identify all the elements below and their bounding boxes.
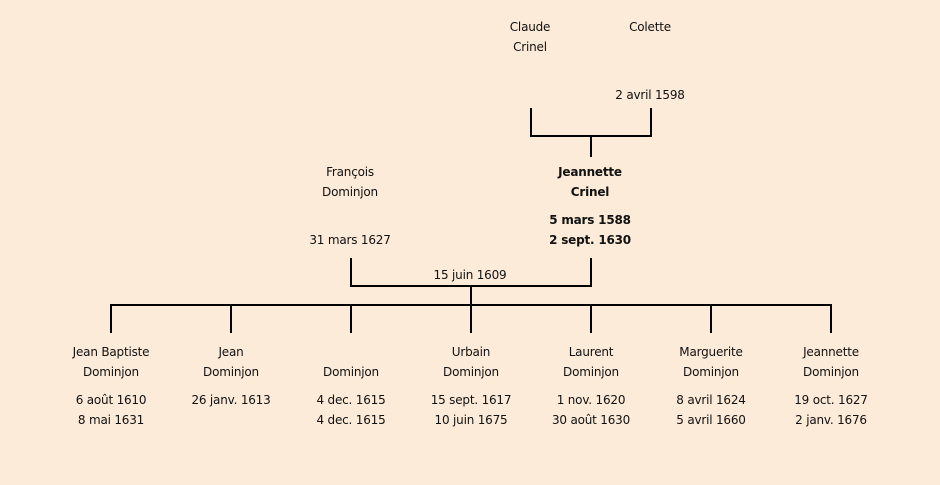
connector-line <box>470 285 472 306</box>
grandfather-last-name: Crinel <box>513 40 547 54</box>
child-first-name: Jeannette <box>803 345 859 359</box>
child-birth-date: 8 avril 1624 <box>676 393 746 407</box>
child-last-name: Dominjon <box>803 365 859 379</box>
father-last-name: Dominjon <box>322 185 378 199</box>
focus-person-first-name: Jeannette <box>558 165 622 179</box>
connector-line <box>590 135 592 157</box>
child-first-name: Jean <box>218 345 244 359</box>
grandfather-first-name: Claude <box>509 20 551 34</box>
child-death-date: 2 janv. 1676 <box>795 413 867 427</box>
grandmother-first-name: Colette <box>629 20 671 34</box>
father-death-date: 31 mars 1627 <box>309 233 391 247</box>
child-first-name: Jean Baptiste <box>72 345 150 359</box>
child-last-name: Dominjon <box>203 365 259 379</box>
child-birth-date: 19 oct. 1627 <box>794 393 868 407</box>
child-birth-date: 6 août 1610 <box>75 393 147 407</box>
focus-person-death-date: 2 sept. 1630 <box>549 233 631 247</box>
child-birth-date: 4 dec. 1615 <box>316 393 386 407</box>
focus-person-birth-date: 5 mars 1588 <box>549 213 631 227</box>
connector-line <box>830 304 832 333</box>
grandmother-death-date: 2 avril 1598 <box>615 88 685 102</box>
connector-line <box>590 258 592 287</box>
child-last-name: Dominjon <box>683 365 739 379</box>
child-first-name: Laurent <box>568 345 614 359</box>
connector-line <box>650 108 652 137</box>
child-first-name: Urbain <box>451 345 491 359</box>
child-birth-date: 15 sept. 1617 <box>430 393 512 407</box>
child-death-date: 8 mai 1631 <box>77 413 145 427</box>
child-last-name: Dominjon <box>323 365 379 379</box>
connector-line <box>350 258 352 287</box>
child-death-date: 4 dec. 1615 <box>316 413 386 427</box>
child-death-date: 10 juin 1675 <box>434 413 508 427</box>
connector-line <box>110 304 112 333</box>
child-last-name: Dominjon <box>563 365 619 379</box>
focus-person-last-name: Crinel <box>570 185 610 199</box>
child-birth-date: 1 nov. 1620 <box>556 393 626 407</box>
child-death-date: 30 août 1630 <box>551 413 631 427</box>
child-death-date: 5 avril 1660 <box>676 413 746 427</box>
connector-line <box>590 304 592 333</box>
child-last-name: Dominjon <box>83 365 139 379</box>
child-birth-date: 26 janv. 1613 <box>191 393 271 407</box>
child-last-name: Dominjon <box>443 365 499 379</box>
connector-line <box>530 108 532 137</box>
connector-line <box>470 304 472 333</box>
father-first-name: François <box>326 165 374 179</box>
marriage-date: 15 juin 1609 <box>433 268 507 282</box>
connector-line <box>710 304 712 333</box>
connector-line <box>350 304 352 333</box>
connector-line <box>230 304 232 333</box>
child-first-name: Marguerite <box>679 345 743 359</box>
